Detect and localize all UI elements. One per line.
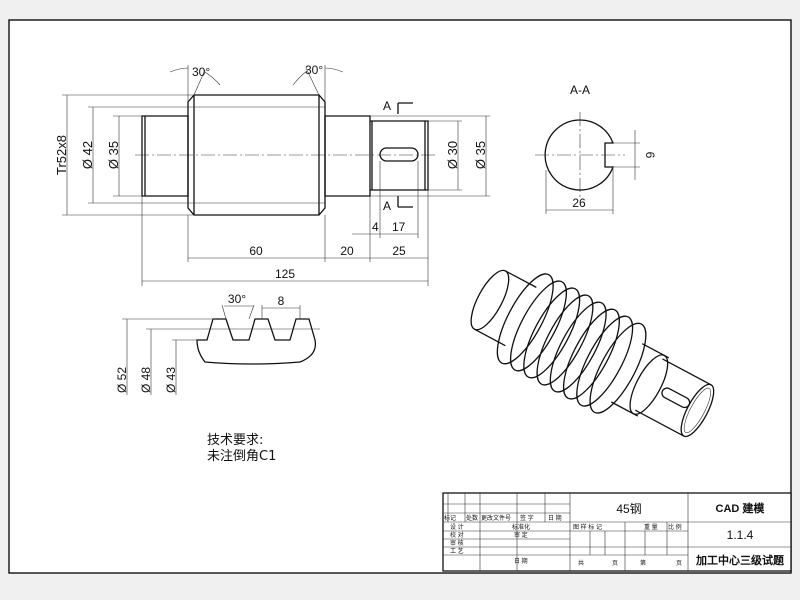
section-title: A-A (570, 83, 590, 97)
tb-check: 校 对 (450, 531, 464, 539)
tb-exam: 加工中心三级试题 (695, 553, 785, 567)
thread-angle: 30° (228, 292, 246, 306)
angle-left: 30° (192, 65, 210, 79)
tb-audit: 审 核 (450, 539, 464, 547)
tb-page-unit2: 页 (676, 560, 682, 567)
tb-material: 45钢 (616, 502, 641, 516)
dim-25: 25 (392, 244, 406, 258)
dim-125: 125 (275, 267, 295, 281)
tb-review: 审 定 (514, 531, 528, 539)
dim-20: 20 (340, 244, 354, 258)
tech-req-line1: 未注倒角C1 (207, 449, 276, 464)
dia-35-left: Ø 35 (106, 141, 121, 169)
main-view: A A 30° 30° Tr52x8 Ø 42 Ø 35 Ø 30 Ø 35 4… (54, 63, 490, 286)
tb-header-sign: 签 字 (520, 514, 534, 522)
tb-page-no: 第 (640, 559, 646, 567)
dia-35-right: Ø 35 (473, 141, 488, 169)
tech-req-title: 技术要求: (207, 433, 263, 448)
isometric-view (470, 269, 715, 438)
dia-43: Ø 43 (164, 367, 178, 393)
section-dim-width: 26 (572, 196, 586, 210)
thread-pitch: 8 (278, 294, 285, 308)
tb-design: 设 计 (450, 523, 464, 531)
tb-weight: 重 量 (644, 523, 658, 531)
dia-52: Ø 52 (115, 367, 129, 393)
tb-software: CAD 建模 (716, 501, 766, 515)
thread-body (187, 94, 326, 216)
tb-process: 工 艺 (450, 547, 464, 555)
dia-48: Ø 48 (139, 367, 153, 393)
section-mark-bottom: A (383, 199, 391, 213)
thread-detail: Ø 52 Ø 48 Ø 43 30° 8 (115, 292, 320, 395)
key-shaft (370, 120, 429, 191)
tb-scale: 比 例 (668, 523, 682, 531)
dim-17: 17 (392, 220, 406, 234)
keyway-slot (379, 147, 419, 162)
tb-page-unit: 页 (612, 560, 618, 567)
dim-4: 4 (372, 220, 379, 234)
section-dim-key: 6 (643, 152, 657, 159)
tb-header-mark: 标记 (444, 514, 456, 522)
title-block: 标记 处数 更改文件号 签 字 日 期 设 计 校 对 审 核 工 艺 标准化 … (442, 492, 792, 572)
tb-header-date: 日 期 (548, 514, 562, 522)
dia-30: Ø 30 (445, 141, 460, 169)
tb-pattern-mark: 图 样 标 记 (573, 523, 602, 531)
section-mark-top: A (383, 99, 391, 113)
tb-header-count: 处数 (466, 514, 478, 522)
tb-total: 共 (578, 559, 584, 567)
thread-spec: Tr52x8 (54, 135, 69, 175)
dia-42: Ø 42 (80, 141, 95, 169)
dim-60: 60 (249, 244, 263, 258)
section-view: A-A 26 6 (535, 83, 657, 214)
tb-header-docno: 更改文件号 (481, 514, 511, 522)
tb-standard: 标准化 (512, 523, 530, 531)
angle-right: 30° (305, 63, 323, 77)
drawing-frame (8, 19, 792, 574)
tb-drawing-no: 1.1.4 (727, 528, 754, 542)
tb-date: 日 期 (514, 557, 528, 565)
